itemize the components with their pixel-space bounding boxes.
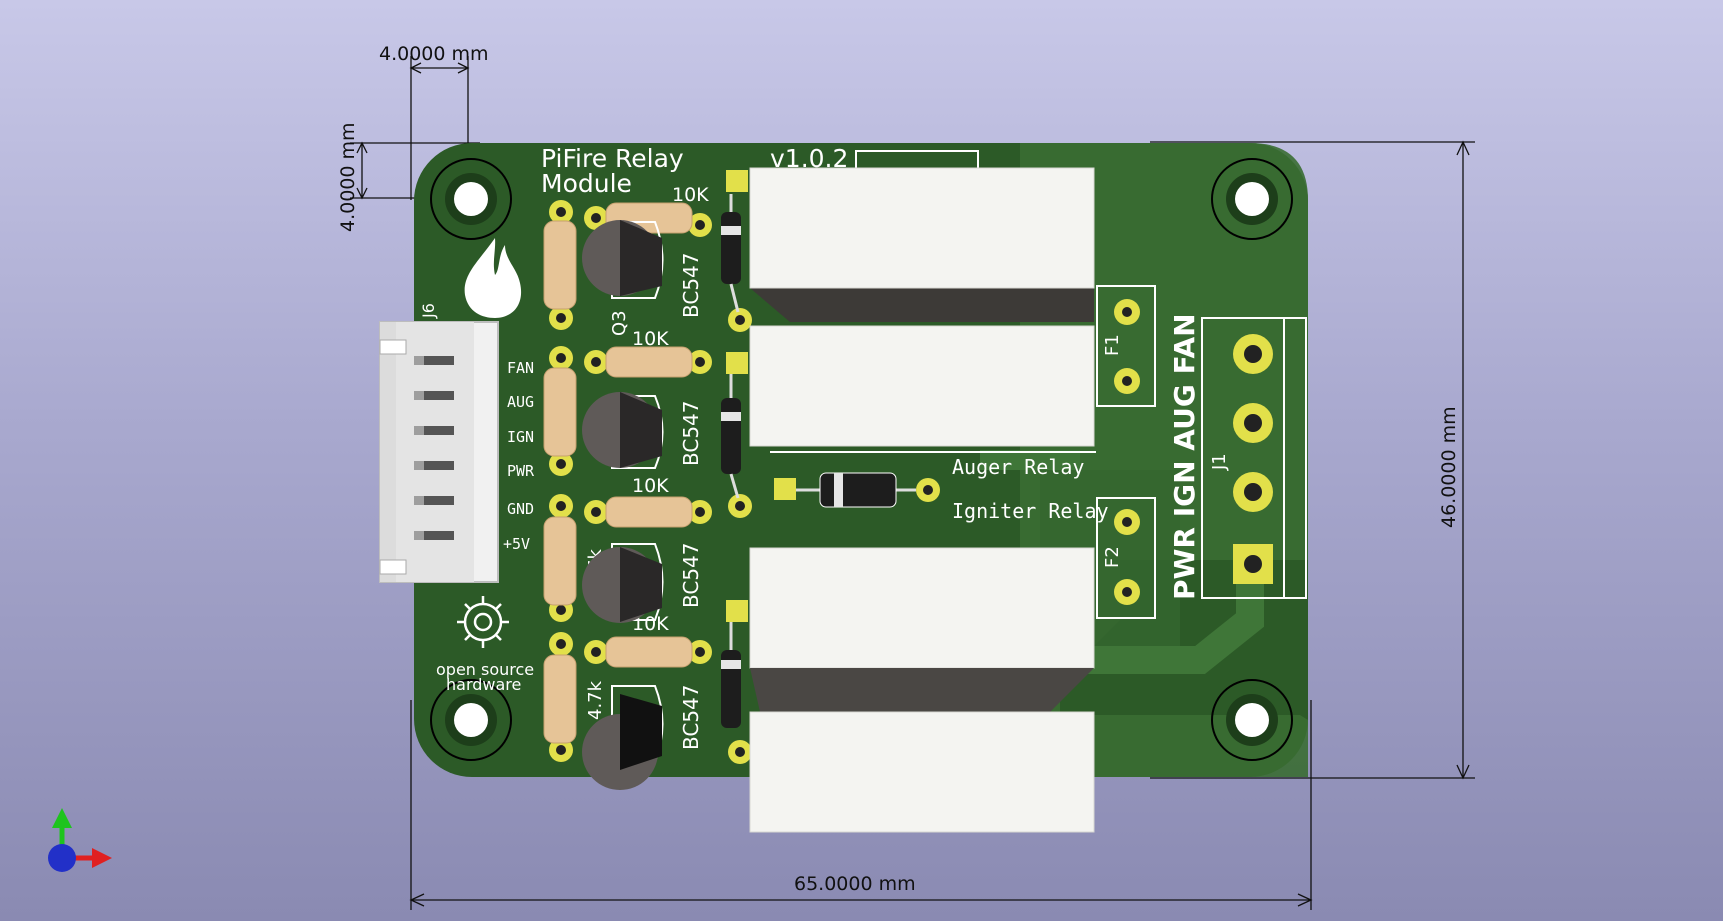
z-axis-dot-icon bbox=[48, 844, 76, 872]
oshw-logo-icon bbox=[457, 596, 509, 648]
fuse-f1 bbox=[1096, 285, 1156, 407]
terminal-labels: PWR IGN AUG FAN bbox=[1168, 313, 1201, 600]
diode-4 bbox=[721, 600, 752, 764]
auger-relay-label: Auger Relay bbox=[952, 455, 1084, 479]
resistor-10k-3 bbox=[584, 496, 712, 528]
transistor-label-bc547-2: BC547 bbox=[679, 400, 703, 466]
resistor-label-10k-4: 10K bbox=[632, 613, 669, 635]
resistor-label-10k-2: 10K bbox=[632, 328, 669, 350]
transistors bbox=[582, 220, 664, 790]
pin-label-5v: +5V bbox=[503, 535, 530, 553]
mounting-hole-bottom-left bbox=[430, 679, 512, 761]
oshw-text-line2: hardware bbox=[446, 675, 521, 694]
j6-connector[interactable] bbox=[379, 321, 499, 583]
transistor-q2 bbox=[582, 392, 664, 469]
resistor-r-left-4 bbox=[543, 632, 577, 762]
resistor-label-10k-1: 10K bbox=[672, 184, 709, 206]
resistor-r-left-2 bbox=[543, 346, 577, 476]
pin-label-gnd: GND bbox=[507, 500, 534, 518]
resistor-r-left-1 bbox=[543, 200, 577, 330]
resistors bbox=[543, 200, 712, 762]
dim-label-height-46mm: 46.0000 mm bbox=[1438, 406, 1460, 528]
transistor-q4 bbox=[582, 685, 664, 790]
board-title-line2: Module bbox=[541, 169, 632, 198]
dimension-annotations bbox=[350, 56, 1475, 910]
resistor-10k-2 bbox=[584, 346, 712, 378]
igniter-relay-label: Igniter Relay bbox=[952, 499, 1109, 523]
mounting-hole-top-left bbox=[430, 158, 512, 240]
relays[interactable] bbox=[749, 167, 1095, 833]
transistor-q3 bbox=[582, 220, 664, 299]
resistor-label-4-7k: 4.7k bbox=[585, 680, 606, 720]
resistor-label-10k-3: 10K bbox=[632, 475, 669, 497]
fuses bbox=[1096, 285, 1156, 619]
mounting-holes bbox=[430, 158, 1293, 761]
dim-label-width-65mm: 65.0000 mm bbox=[794, 873, 916, 895]
transistor-label-bc547-3: BC547 bbox=[679, 542, 703, 608]
pin-label-aug: AUG bbox=[507, 393, 534, 411]
fuse-label-f1: F1 bbox=[1102, 334, 1123, 356]
dim-label-horizontal-4mm: 4.0000 mm bbox=[379, 43, 489, 65]
pin-label-pwr: PWR bbox=[507, 462, 535, 480]
dim-label-vertical-4mm: 4.0000 mm bbox=[337, 122, 359, 232]
x-axis-arrow-icon bbox=[92, 848, 112, 868]
transistor-label-bc547-1: BC547 bbox=[679, 252, 703, 318]
j6-ref-label: J6 bbox=[419, 303, 438, 319]
relay-igniter bbox=[749, 547, 1095, 712]
axis-gizmo[interactable] bbox=[48, 808, 112, 872]
transistor-label-bc547-4: BC547 bbox=[679, 684, 703, 750]
relay-power bbox=[749, 711, 1095, 833]
mounting-hole-bottom-right bbox=[1211, 679, 1293, 761]
diode-3-horizontal bbox=[774, 472, 940, 508]
pin-label-fan: FAN bbox=[507, 359, 534, 377]
oshw-text-line1: open source bbox=[436, 660, 534, 679]
fuse-label-f2: F2 bbox=[1102, 546, 1123, 568]
transistor-q1 bbox=[582, 543, 664, 623]
resistor-r-left-3 bbox=[543, 494, 577, 622]
mounting-hole-top-right bbox=[1211, 158, 1293, 240]
terminal-block-j1[interactable] bbox=[1201, 317, 1307, 599]
fuse-f2 bbox=[1096, 497, 1156, 619]
resistor-10k-4 bbox=[584, 636, 712, 668]
terminal-ref-j1: J1 bbox=[1209, 453, 1230, 471]
relay-fan bbox=[749, 167, 1095, 322]
board-title-line1: PiFire Relay bbox=[541, 144, 684, 173]
transistor-ref-q3: Q3 bbox=[609, 310, 630, 336]
diode-1 bbox=[721, 170, 752, 332]
flame-logo-icon bbox=[464, 238, 522, 318]
relay-auger bbox=[749, 325, 1095, 447]
pin-label-ign: IGN bbox=[507, 428, 534, 446]
y-axis-arrow-icon bbox=[52, 808, 72, 828]
diodes bbox=[721, 170, 940, 764]
diode-2 bbox=[721, 352, 752, 518]
